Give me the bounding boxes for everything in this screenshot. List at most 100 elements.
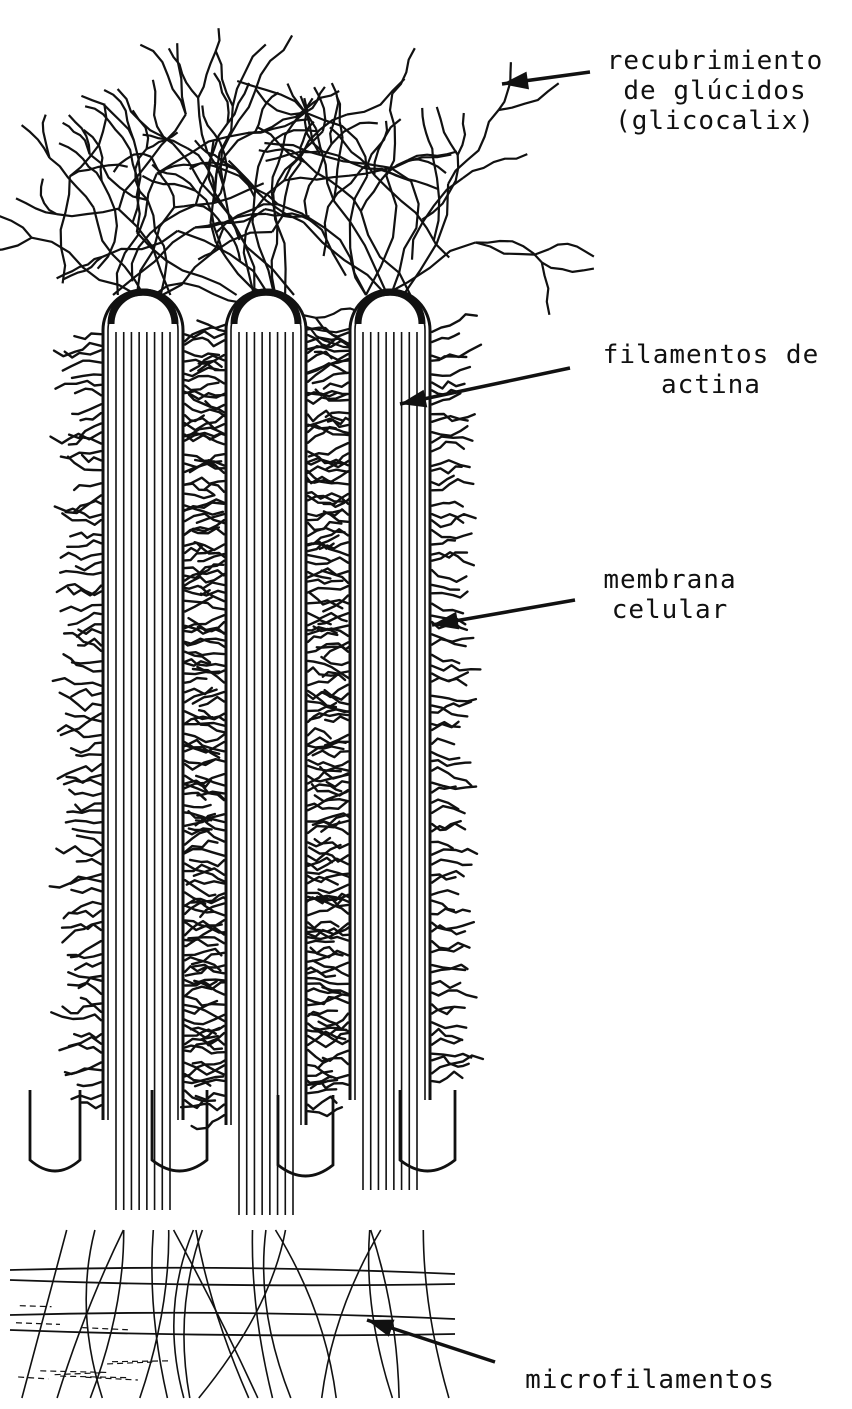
glycocalyx-squiggle [432, 604, 463, 614]
glycocalyx-squiggle [432, 752, 459, 759]
microvilli [30, 290, 455, 1215]
glycocalyx-fiber [255, 140, 274, 197]
terminal-web-filament [10, 1313, 455, 1319]
rootlet-filament [369, 1230, 393, 1398]
glycocalyx-squiggle [432, 655, 459, 663]
label-actin-line2: actina [580, 370, 842, 400]
glycocalyx-squiggle [64, 911, 101, 919]
glycocalyx-squiggle [432, 1054, 471, 1058]
microvillus [350, 290, 430, 1190]
glycocalyx-squiggle [309, 760, 348, 767]
glycocalyx-fiber [152, 165, 195, 191]
glycocalyx-squiggle [61, 553, 101, 560]
glycocalyx-squiggle [432, 1039, 462, 1045]
glycocalyx-squiggle [432, 460, 470, 467]
glycocalyx-squiggle [308, 633, 337, 642]
glycocalyx-squiggle [63, 361, 101, 371]
glycocalyx-squiggle [432, 502, 463, 507]
arrow-membrane [432, 600, 575, 629]
rootlet-filament [196, 1230, 249, 1398]
glycocalyx-squiggle [189, 829, 224, 842]
glycocalyx-fiber [475, 243, 549, 255]
label-glycocalyx-line3: (glicocalix) [585, 106, 845, 136]
glycocalyx-fiber [458, 113, 465, 155]
microvillus-body [350, 290, 430, 1100]
glycocalyx-squiggle [67, 540, 101, 546]
glycocalyx-squiggle [78, 1082, 101, 1086]
glycocalyx-fiber [198, 28, 219, 98]
glycocalyx-squiggle [308, 580, 343, 584]
label-membrane-line1: membrana [580, 565, 760, 595]
glycocalyx-squiggle [432, 860, 472, 865]
glycocalyx-fiber [202, 106, 220, 143]
arrow-microfilaments [367, 1320, 495, 1362]
glycocalyx-fiber [422, 108, 433, 157]
glycocalyx-squiggle [81, 998, 101, 1005]
glycocalyx-squiggle [432, 696, 476, 702]
glycocalyx-squiggle [185, 678, 206, 683]
glycocalyx-squiggle [56, 846, 101, 856]
glycocalyx-fiber [334, 201, 388, 295]
glycocalyx-fiber [448, 110, 499, 184]
glycocalyx-squiggle [432, 314, 477, 332]
glycocalyx-squiggle [432, 981, 460, 988]
glycocalyx-squiggle [308, 899, 352, 915]
label-membrane-line2: celular [580, 595, 760, 625]
membrane-fold [30, 1090, 80, 1171]
glycocalyx-squiggle [74, 1033, 101, 1038]
glycocalyx-squiggle [432, 849, 477, 855]
terminal-web-filament [10, 1268, 455, 1274]
glycocalyx-squiggle [432, 540, 455, 545]
rootlet-filament [174, 1230, 194, 1398]
label-cell-membrane: membrana celular [580, 565, 760, 625]
glycocalyx-squiggle [432, 570, 466, 582]
glycocalyx-squiggle [308, 941, 334, 943]
glycocalyx-squiggle [432, 1022, 466, 1028]
glycocalyx-squiggle [69, 437, 101, 444]
glycocalyx-squiggle [315, 839, 348, 848]
glycocalyx-squiggle [60, 1044, 102, 1052]
microvillus [226, 290, 306, 1215]
glycocalyx-squiggle [432, 367, 470, 376]
glycocalyx-squiggle [185, 494, 214, 498]
rootlet-filament [152, 1230, 167, 1398]
glycocalyx-squiggle [82, 455, 101, 462]
glycocalyx-squiggle [432, 382, 465, 389]
glycocalyx-squiggle [432, 514, 476, 518]
glycocalyx-fiber [305, 162, 361, 211]
glycocalyx-fiber [463, 154, 527, 178]
glycocalyx-squiggle [63, 1006, 102, 1014]
glycocalyx-fiber [542, 262, 550, 314]
terminal-web-dash [107, 1362, 152, 1364]
glycocalyx-fiber [307, 217, 366, 296]
glycocalyx-squiggle [185, 338, 224, 346]
glycocalyx-fiber [385, 243, 476, 296]
glycocalyx-squiggle [73, 829, 101, 833]
glycocalyx-squiggle [66, 1069, 101, 1075]
glycocalyx-squiggle [432, 890, 458, 894]
glycocalyx-squiggle [432, 442, 464, 451]
glycocalyx-squiggle [432, 909, 470, 915]
glycocalyx-squiggle [74, 483, 101, 490]
glycocalyx-squiggle [75, 389, 101, 396]
glycocalyx-squiggle [313, 751, 348, 757]
glycocalyx-squiggle [306, 997, 348, 1004]
glycocalyx-fiber [347, 79, 405, 115]
label-actin-line1: filamentos de [580, 340, 842, 370]
glycocalyx-squiggle [432, 947, 463, 953]
glycocalyx-squiggle [432, 530, 472, 538]
glycocalyx-squiggle [81, 413, 102, 420]
glycocalyx-fiber [549, 244, 594, 257]
glycocalyx-squiggle [432, 1072, 462, 1083]
label-glycocalyx-line2: de glúcidos [585, 76, 845, 106]
glycocalyx-fiber [255, 35, 292, 91]
glycocalyx-squiggle [66, 714, 101, 720]
glycocalyx-squiggle [76, 754, 101, 756]
glycocalyx-squiggle [185, 499, 227, 510]
glycocalyx-squiggle [183, 849, 224, 856]
glycocalyx-squiggle [196, 1093, 224, 1100]
arrow-glycocalyx [502, 72, 590, 90]
glycocalyx-fiber [433, 157, 439, 241]
glycocalyx-fiber [63, 123, 90, 154]
